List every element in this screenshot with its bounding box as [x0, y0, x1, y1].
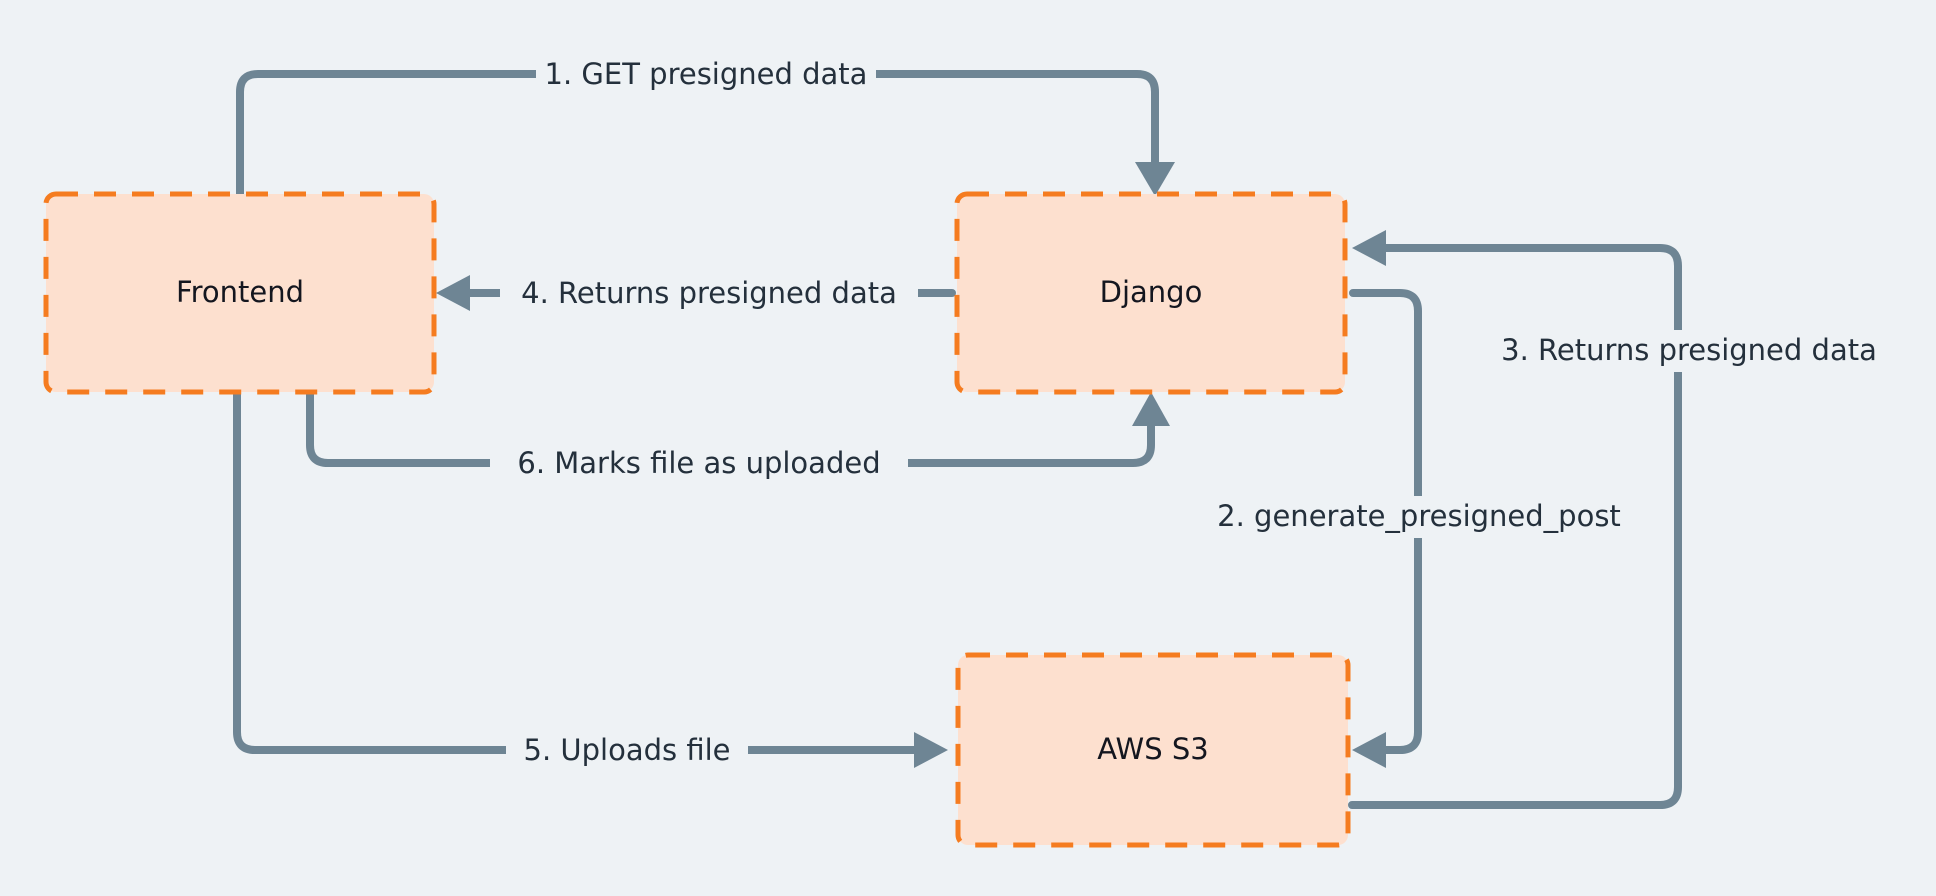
node-frontend-label: Frontend	[176, 275, 304, 309]
edge-5-line	[233, 388, 924, 754]
edge-2-arrowhead	[1352, 732, 1386, 768]
edge-3-label: 3. Returns presigned data	[1501, 333, 1877, 367]
edge-6-arrowhead	[1132, 392, 1170, 426]
edge-3-label-bg	[1479, 330, 1899, 372]
node-frontend-box	[43, 191, 437, 395]
edge-1-label-bg	[536, 54, 876, 94]
edge-4-label: 4. Returns presigned data	[521, 276, 897, 310]
edge-1-label: 1. GET presigned data	[545, 57, 868, 91]
node-aws-s3-label: AWS S3	[1097, 732, 1208, 766]
edge-5-uploads-file[interactable]: 5. Uploads file	[233, 388, 948, 770]
edge-2-label: 2. generate_presigned_post	[1217, 499, 1621, 533]
edge-4-label-bg	[500, 273, 918, 313]
edge-2-label-bg	[1193, 496, 1645, 538]
edge-5-label: 5. Uploads file	[524, 733, 731, 767]
edge-5-label-bg	[506, 730, 748, 770]
edge-2-generate-presigned-post[interactable]: 2. generate_presigned_post	[1193, 289, 1645, 768]
edge-6-label-bg	[490, 443, 908, 483]
node-aws-s3[interactable]: AWS S3	[955, 652, 1351, 848]
edge-1-get-presigned-data[interactable]: 1. GET presigned data	[236, 54, 1175, 198]
node-django-box	[954, 191, 1348, 395]
edge-3-line	[1348, 244, 1682, 809]
node-django-label: Django	[1100, 275, 1203, 309]
edge-6-label: 6. Marks file as uploaded	[517, 446, 880, 480]
edge-3-returns-presigned-data[interactable]: 3. Returns presigned data	[1348, 230, 1899, 809]
edge-5-arrowhead	[914, 732, 948, 768]
edge-6-marks-file-as-uploaded[interactable]: 6. Marks file as uploaded	[306, 388, 1170, 483]
node-frontend[interactable]: Frontend	[43, 191, 437, 395]
edge-1-arrowhead	[1135, 162, 1175, 196]
edge-3-arrowhead	[1352, 230, 1386, 266]
edge-4-returns-presigned-data[interactable]: 4. Returns presigned data	[436, 273, 956, 313]
node-aws-s3-box	[955, 652, 1351, 848]
node-django[interactable]: Django	[954, 191, 1348, 395]
edge-4-arrowhead	[436, 275, 470, 311]
